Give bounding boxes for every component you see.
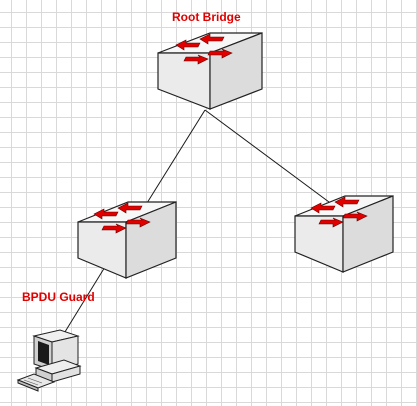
bpdu-guard-label: BPDU Guard — [22, 290, 95, 304]
link-left-switch-to-pc — [59, 261, 109, 341]
root-bridge-label: Root Bridge — [172, 10, 241, 24]
link-root-to-right-switch — [204, 109, 334, 206]
desktop-computer-icon — [16, 329, 82, 392]
root-bridge-switch-icon — [157, 32, 263, 110]
access-switch-right-icon — [294, 195, 394, 273]
access-switch-left-icon — [77, 201, 177, 279]
link-root-to-left-switch — [141, 109, 206, 212]
